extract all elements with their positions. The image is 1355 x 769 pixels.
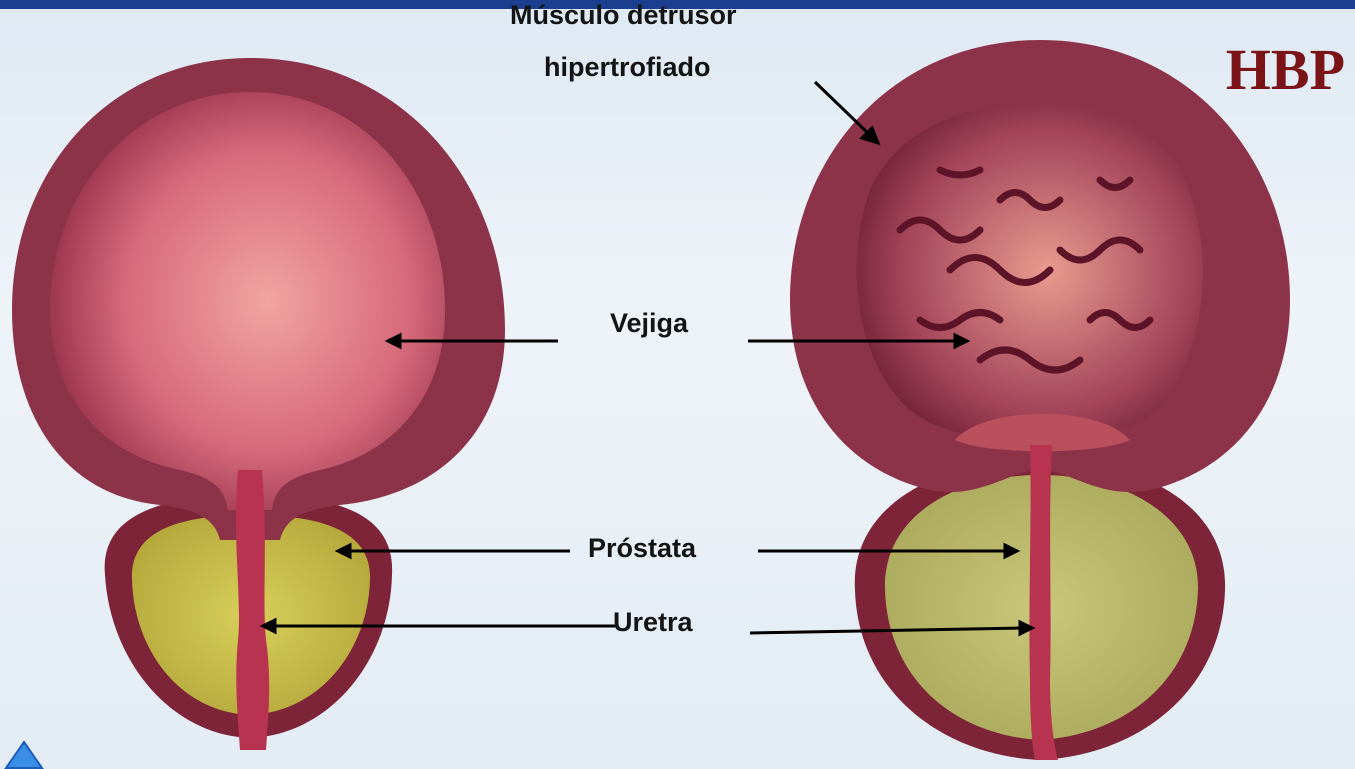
slide-title: HBP bbox=[1226, 36, 1345, 103]
label-detrusor-line1: Músculo detrusor bbox=[510, 0, 737, 31]
label-bladder: Vejiga bbox=[610, 308, 688, 339]
arrow-detrusor bbox=[815, 82, 870, 135]
hypertrophied-bladder-diagram bbox=[790, 40, 1290, 760]
nav-up-arrow-icon[interactable] bbox=[4, 740, 44, 769]
normal-bladder-diagram bbox=[12, 58, 505, 750]
left-urethra bbox=[236, 470, 269, 750]
label-urethra: Uretra bbox=[613, 607, 693, 638]
label-prostate: Próstata bbox=[588, 533, 696, 564]
right-bladder-lumen bbox=[857, 103, 1203, 440]
label-detrusor-line2: hipertrofiado bbox=[544, 52, 711, 83]
